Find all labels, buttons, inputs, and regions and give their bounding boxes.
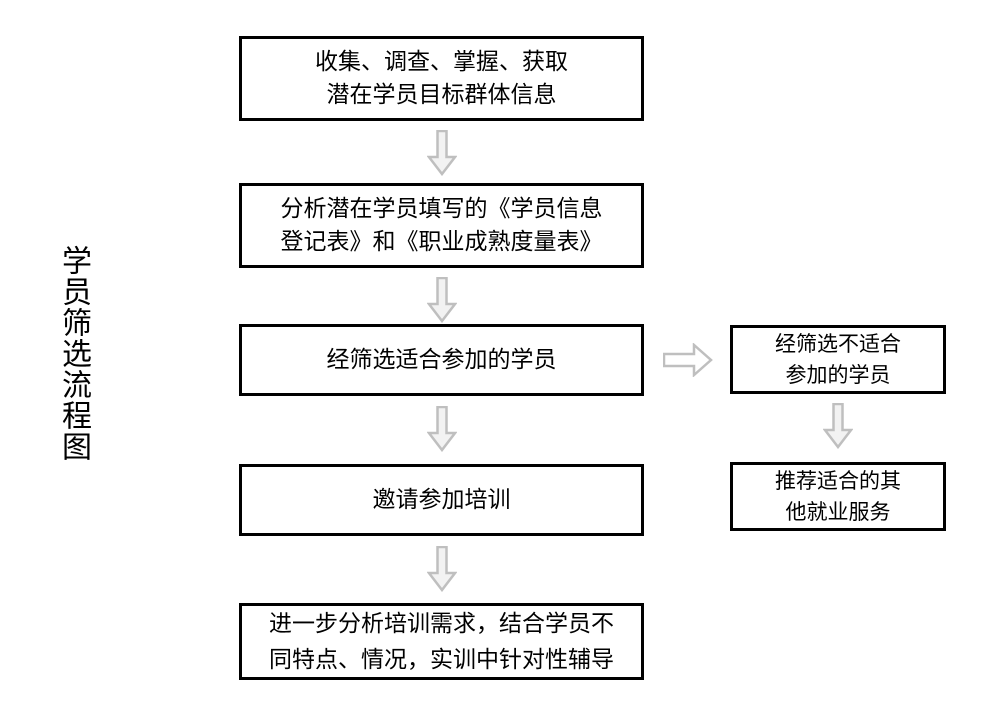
flow-node-step-1-label: 收集、调查、掌握、获取 潜在学员目标群体信息 — [315, 48, 568, 108]
flow-node-step-2[interactable]: 分析潜在学员填写的《学员信息 登记表》和《职业成熟度量表》 — [239, 183, 644, 268]
flow-node-branch-1[interactable]: 经筛选不适合 参加的学员 — [730, 325, 946, 394]
flow-node-step-5-label: 进一步分析培训需求，结合学员不 同特点、情况，实训中针对性辅导 — [269, 610, 614, 673]
arrow-down-step1-step2 — [427, 130, 457, 176]
flow-node-branch-1-label: 经筛选不适合 参加的学员 — [775, 331, 901, 387]
arrow-down-step4-step5 — [427, 546, 457, 592]
flow-node-branch-2[interactable]: 推荐适合的其 他就业服务 — [730, 462, 946, 531]
arrow-down-step3-step4 — [427, 406, 457, 452]
arrow-down-step2-step3 — [427, 277, 457, 323]
flow-node-step-1[interactable]: 收集、调查、掌握、获取 潜在学员目标群体信息 — [239, 36, 644, 121]
flow-node-step-5[interactable]: 进一步分析培训需求，结合学员不 同特点、情况，实训中针对性辅导 — [239, 603, 644, 680]
flow-node-branch-2-label: 推荐适合的其 他就业服务 — [775, 468, 901, 524]
flow-node-step-2-label: 分析潜在学员填写的《学员信息 登记表》和《职业成熟度量表》 — [280, 195, 603, 255]
flow-node-step-3-label: 经筛选适合参加的学员 — [326, 346, 557, 373]
flow-node-step-3[interactable]: 经筛选适合参加的学员 — [239, 324, 644, 396]
flow-node-step-4[interactable]: 邀请参加培训 — [239, 464, 644, 536]
arrow-down-branch1-branch2 — [823, 403, 853, 449]
flow-node-step-4-label: 邀请参加培训 — [372, 486, 511, 513]
arrow-right-step3-branch1 — [663, 343, 713, 377]
chart-vertical-title: 学员筛选流程图 — [56, 245, 91, 462]
